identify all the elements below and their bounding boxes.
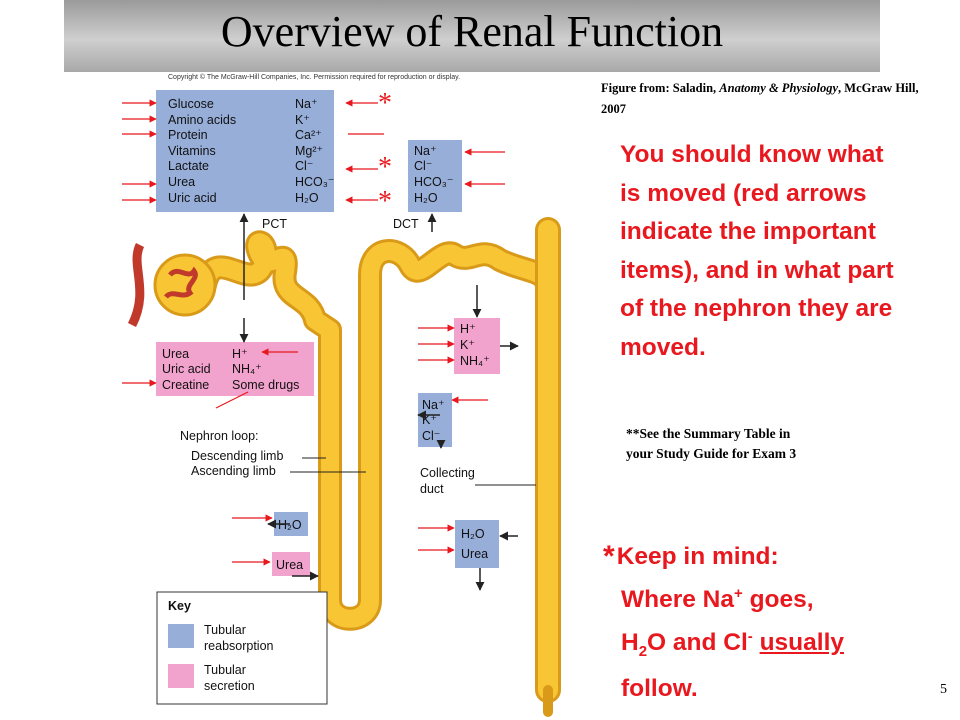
key-item1-b: reabsorption	[204, 639, 274, 653]
keep-line3-sub: 2	[638, 643, 648, 661]
pct-item-right-6: H₂O	[295, 191, 319, 205]
dct-item-3: H₂O	[414, 191, 438, 205]
cd-item-0: Na⁺	[422, 398, 445, 412]
title-bar	[64, 0, 880, 72]
key-item1-a: Tubular	[204, 623, 246, 637]
label-ascending: Ascending limb	[191, 464, 276, 478]
pct-item-right-1: K⁺	[295, 113, 310, 127]
red-arrows	[122, 99, 505, 566]
pct-sec-left-2: Creatine	[162, 378, 209, 392]
keep-line-1: *Keep in mind:	[603, 538, 903, 575]
label-collecting-1: Collecting	[420, 466, 475, 480]
key-item2-b: secretion	[204, 679, 255, 693]
keep-line3-a: H	[621, 629, 639, 657]
note-know: You should know what is moved (red arrow…	[620, 141, 894, 361]
keep-line2-a: Where Na	[621, 586, 735, 614]
glomerulus	[127, 242, 217, 328]
keep-in-mind-note: *Keep in mind: Where Na+ goes, H2O and C…	[603, 538, 903, 707]
red-line-drugs	[215, 391, 249, 409]
loop-urea-text: Urea	[276, 558, 303, 572]
pct-secretion-box: Urea Uric acid Creatine H⁺ NH₄⁺ Some dru…	[156, 342, 314, 396]
pct-item-left-5: Urea	[168, 175, 195, 189]
slide-title: Overview of Renal Function	[220, 7, 724, 56]
keep-line2-b: goes,	[742, 586, 814, 614]
pct-sec-right-0: H⁺	[232, 347, 248, 361]
pct-reabsorption-box: Glucose Amino acids Protein Vitamins Lac…	[156, 90, 334, 212]
dct-secretion-box: H⁺ K⁺ NH₄⁺	[454, 318, 500, 374]
keep-line1-text: Keep in mind:	[616, 543, 779, 570]
important-star-3: *	[378, 186, 392, 217]
cd-lower-box: H₂O Urea	[455, 520, 499, 568]
fig-source-book: Anatomy & Physiology	[719, 81, 839, 95]
dct-reabsorption-box: Na⁺ Cl⁻ HCO₃⁻ H₂O	[408, 140, 462, 212]
dct-item-1: Cl⁻	[414, 159, 432, 173]
key-legend: Key Tubular reabsorption Tubular secreti…	[156, 591, 328, 705]
pct-item-right-5: HCO₃⁻	[295, 175, 334, 189]
dct-sec-1: K⁺	[460, 338, 475, 352]
pct-item-right-2: Ca²⁺	[295, 128, 322, 142]
pct-sec-left-1: Uric acid	[162, 362, 211, 376]
label-collecting-2: duct	[420, 482, 444, 496]
fig-source-suffix: , McGraw Hill, 2007	[601, 81, 919, 116]
black-arrows	[239, 213, 519, 591]
important-star-2: *	[378, 152, 392, 183]
cd-item-2: Cl⁻	[422, 429, 440, 443]
keep-line3-underlined: usually	[759, 629, 845, 657]
keep-line2-sup: +	[734, 585, 743, 602]
loop-urea-box: Urea	[272, 552, 310, 576]
pct-item-right-0: Na⁺	[295, 97, 318, 111]
pct-item-left-0: Glucose	[168, 97, 214, 111]
dct-sec-2: NH₄⁺	[460, 354, 490, 368]
keep-line-3: H2O and Cl- usually	[603, 618, 903, 670]
pct-sec-right-1: NH₄⁺	[232, 362, 262, 376]
cd-lower-0: H₂O	[461, 527, 485, 541]
pct-item-left-1: Amino acids	[168, 113, 236, 127]
key-title: Key	[168, 599, 191, 613]
dct-item-0: Na⁺	[414, 144, 437, 158]
keep-line3-sup: -	[747, 628, 753, 646]
label-dct: DCT	[393, 217, 419, 231]
pct-item-left-4: Lactate	[168, 159, 209, 173]
dct-sec-0: H⁺	[460, 322, 476, 336]
keep-asterisk: *	[603, 540, 615, 573]
pct-item-right-3: Mg²⁺	[295, 144, 323, 158]
pct-sec-left-0: Urea	[162, 347, 189, 361]
cd-reabsorption-box: Na⁺ K⁺ Cl⁻	[418, 393, 452, 447]
cd-lower-1: Urea	[461, 547, 488, 561]
label-pct: PCT	[262, 217, 287, 231]
page-number: 5	[940, 682, 947, 697]
pct-sec-right-2: Some drugs	[232, 378, 299, 392]
dct-item-2: HCO₃⁻	[414, 175, 453, 189]
pct-item-left-6: Uric acid	[168, 191, 217, 205]
key-swatch-secretion	[168, 664, 194, 688]
label-nephron-loop: Nephron loop:	[180, 429, 259, 443]
note-summary: **See the Summary Table in your Study Gu…	[626, 426, 797, 461]
fig-source-prefix: Figure from: Saladin,	[601, 81, 720, 95]
pct-item-left-3: Vitamins	[168, 144, 216, 158]
figure-source: Figure from: Saladin, Anatomy & Physiolo…	[601, 78, 931, 120]
keep-line3-b: O and Cl	[647, 629, 748, 657]
copyright-notice: Copyright © The McGraw-Hill Companies, I…	[168, 74, 461, 81]
loop-h2o-text: H₂O	[278, 518, 302, 532]
keep-line-2: Where Na+ goes,	[603, 575, 903, 618]
pct-item-left-2: Protein	[168, 128, 208, 142]
nephron-tubule	[193, 217, 561, 717]
label-descending: Descending limb	[191, 449, 283, 463]
keep-line-4: follow.	[621, 675, 698, 703]
pct-item-right-4: Cl⁻	[295, 159, 313, 173]
important-star-1: *	[378, 88, 392, 119]
key-item2-a: Tubular	[204, 663, 246, 677]
key-swatch-reabsorption	[168, 624, 194, 648]
